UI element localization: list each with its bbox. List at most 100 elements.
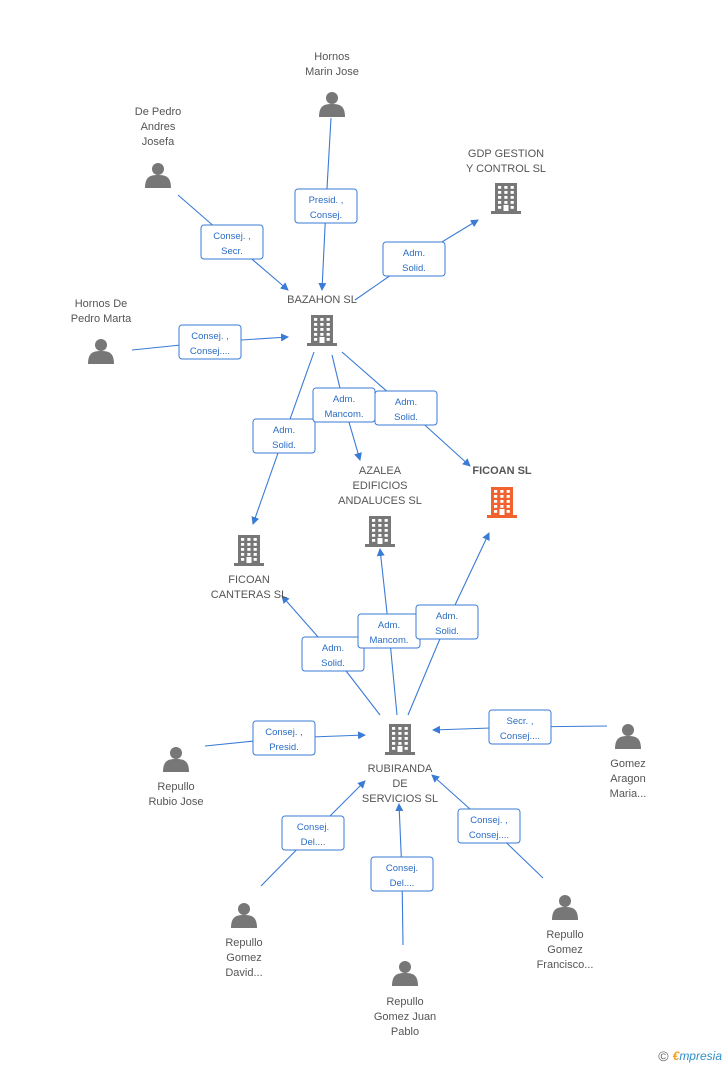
edge-bazahon-to-azalea: Adm. Mancom. — [312, 354, 376, 461]
edge-label-text: Secr. — [221, 246, 243, 257]
edge-label-text: Adm. — [403, 248, 425, 259]
edge-label-frame — [200, 224, 264, 260]
edge-label-text: Adm. — [395, 397, 417, 408]
brand-e: € — [672, 1049, 680, 1063]
node-label: Gomez — [547, 944, 582, 956]
node-label: FICOAN — [228, 574, 270, 586]
building-icon — [487, 487, 517, 518]
edge-label-box[interactable]: Secr. , Consej.... — [488, 709, 552, 745]
edge-label-text: Consej.... — [500, 731, 540, 742]
edge-rubiranda-to-azalea: Adm.Mancom. — [357, 548, 421, 716]
edge-label-box[interactable]: Presid. , Consej. — [294, 188, 358, 224]
edge-label-frame — [370, 856, 434, 892]
node-bazahon[interactable]: BAZAHON SL — [287, 294, 357, 346]
edge-label-text: Adm. — [333, 394, 355, 405]
edge-label-text: Adm. — [378, 620, 400, 631]
edge-label-text: Solid. — [272, 440, 296, 451]
node-label: Repullo — [546, 929, 583, 941]
edge-label-text: Del.... — [301, 837, 326, 848]
edge-label-text: Presid. — [269, 742, 299, 753]
node-label: Gomez — [610, 758, 645, 770]
node-label: Josefa — [142, 136, 175, 148]
node-ficoan_canteras[interactable]: FICOAN CANTERAS SL — [211, 535, 287, 601]
edge-label-box[interactable]: Consej. ,Consej.... — [178, 324, 242, 360]
edge-label-text: Solid. — [394, 412, 418, 423]
edge-label-frame — [382, 241, 446, 277]
node-repullo_francisco[interactable]: RepulloGomezFrancisco... — [537, 895, 594, 971]
edge-label-text: Solid. — [402, 263, 426, 274]
node-label: David... — [225, 967, 262, 979]
edge-label-box[interactable]: Adm.Solid. — [252, 418, 316, 454]
edge-label-box[interactable]: Consej. , Secr. — [200, 224, 264, 260]
edge-label-box[interactable]: Adm. Mancom. — [312, 387, 376, 423]
edge-label-text: Mancom. — [324, 409, 363, 420]
node-label: Gomez Juan — [374, 1011, 436, 1023]
person-icon — [615, 724, 641, 749]
edge-label-text: Consej.... — [469, 830, 509, 841]
edge-label-box[interactable]: Consej. Del.... — [281, 815, 345, 851]
node-label: FICOAN SL — [472, 465, 532, 477]
node-repullo_david[interactable]: RepulloGomezDavid... — [225, 903, 263, 979]
edge-repullo_francisco-to-rubiranda: Consej. ,Consej.... — [431, 774, 544, 879]
node-label: Pedro Marta — [71, 313, 132, 325]
edge-label-text: Consej. — [310, 210, 342, 221]
node-label: GDP GESTION — [468, 148, 544, 160]
building-icon — [307, 315, 337, 346]
edge-label-text: Consej. , — [213, 231, 251, 242]
node-hornos_pedro[interactable]: Hornos De Pedro Marta — [71, 298, 132, 364]
node-label: Maria... — [610, 788, 647, 800]
node-label: Repullo — [225, 937, 262, 949]
edge-label-frame — [252, 418, 316, 454]
node-label: Gomez — [226, 952, 261, 964]
edge-label-frame — [178, 324, 242, 360]
edge-label-box[interactable]: Consej. , Presid. — [252, 720, 316, 756]
edge-de_pedro-to-bazahon: Consej. , Secr. — [177, 194, 289, 291]
edge-label-text: Consej. , — [191, 331, 229, 342]
edge-label-box[interactable]: Consej. Del.... — [370, 856, 434, 892]
edge-label-frame — [457, 808, 521, 844]
node-label: DE — [392, 778, 407, 790]
edge-label-box[interactable]: Adm.Solid. — [301, 636, 365, 672]
edge-label-frame — [374, 390, 438, 426]
edge-label-text: Consej. — [386, 863, 418, 874]
edge-label-box[interactable]: Consej. ,Consej.... — [457, 808, 521, 844]
node-label: SERVICIOS SL — [362, 793, 438, 805]
edge-label-box[interactable]: Adm.Mancom. — [357, 613, 421, 649]
copyright-symbol: © — [658, 1048, 669, 1064]
edge-label-text: Secr. , — [507, 716, 534, 727]
node-label: Hornos — [314, 51, 350, 63]
node-ficoan[interactable]: FICOAN SL — [472, 465, 532, 518]
edge-label-text: Consej. , — [265, 727, 303, 738]
edge-label-text: Adm. — [322, 643, 344, 654]
edge-label-frame — [301, 636, 365, 672]
person-icon — [392, 961, 418, 986]
edge-gomez_aragon-to-rubiranda: Secr. , Consej.... — [432, 709, 608, 745]
edge-label-frame — [415, 604, 479, 640]
person-icon — [145, 163, 171, 188]
edge-label-text: Consej. — [297, 822, 329, 833]
node-label: Hornos De — [75, 298, 128, 310]
edge-label-text: Del.... — [390, 878, 415, 889]
edge-label-box[interactable]: Adm.Solid. — [415, 604, 479, 640]
brand-name: mpresia — [679, 1049, 722, 1063]
edge-label-box[interactable]: Adm. Solid. — [382, 241, 446, 277]
person-icon — [231, 903, 257, 928]
node-label: BAZAHON SL — [287, 294, 357, 306]
edge-rubiranda-to-ficoan_canteras: Adm.Solid. — [281, 595, 381, 716]
edge-label-box[interactable]: Adm. Solid. — [374, 390, 438, 426]
edge-label-text: Adm. — [436, 611, 458, 622]
node-label: CANTERAS SL — [211, 589, 287, 601]
edge-repullo_david-to-rubiranda: Consej. Del.... — [260, 780, 366, 887]
edge-label-text: Presid. , — [309, 195, 344, 206]
node-label: Repullo — [386, 996, 423, 1008]
node-gomez_aragon[interactable]: GomezAragonMaria... — [610, 724, 647, 800]
edge-repullo_rubio-to-rubiranda: Consej. , Presid. — [204, 720, 366, 756]
